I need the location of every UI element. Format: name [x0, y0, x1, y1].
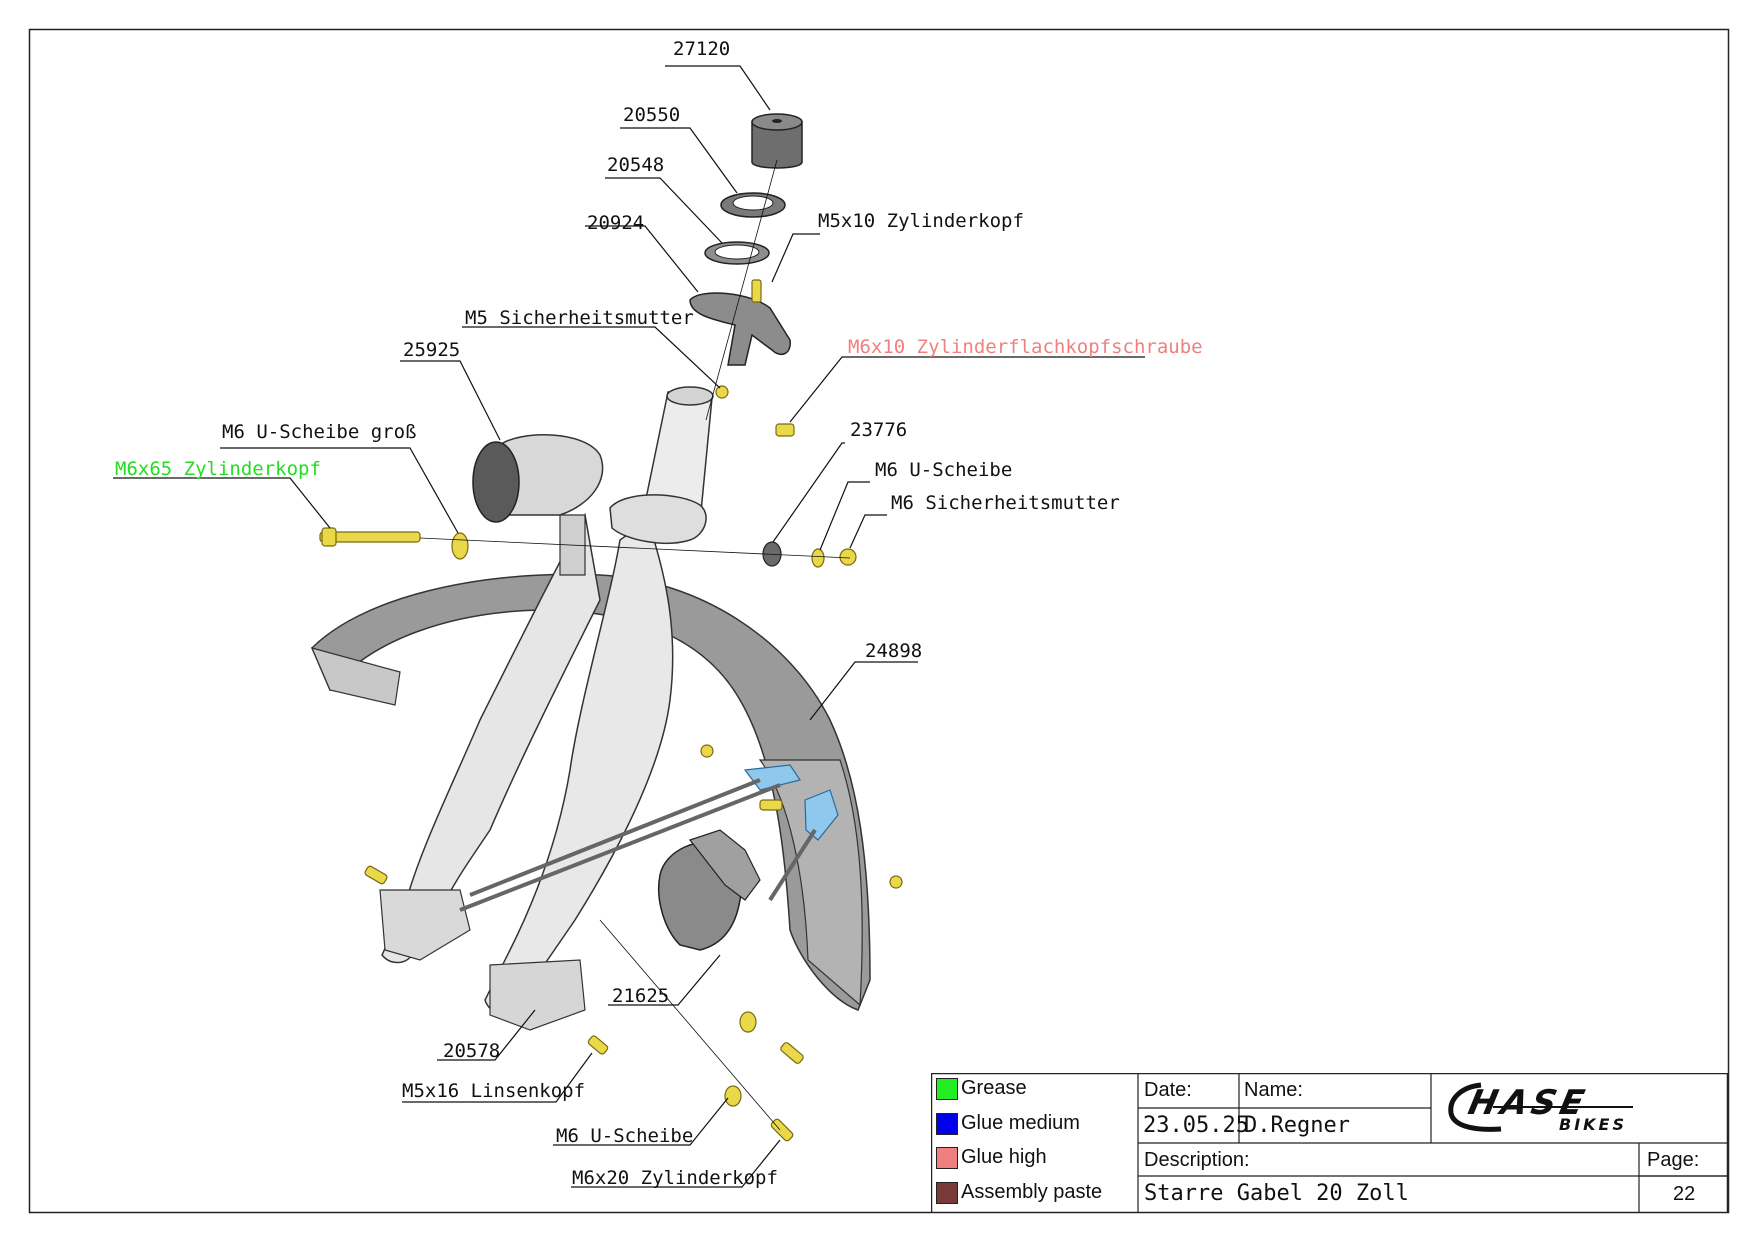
fender-stay: [459, 778, 817, 912]
page-value: 22: [1673, 1183, 1696, 1205]
washer-m6-large: [451, 532, 469, 560]
label-m6-u-scheibe-gross: M6 U-Scheibe groß: [222, 421, 417, 443]
description-label: Description:: [1144, 1149, 1250, 1171]
bolt-m6x20: [770, 1118, 794, 1142]
date-value: 23.05.25: [1143, 1113, 1249, 1138]
dropout-left: [379, 889, 471, 961]
fender-inner: [758, 759, 863, 1007]
hase-bikes-logo: HASE BIKES: [1441, 1077, 1641, 1139]
drawing-frame: [28, 28, 1730, 1214]
label-21625: 21625: [612, 985, 670, 1007]
fork-illustration: [310, 113, 903, 1142]
washer-m6-bottom: [724, 1085, 742, 1107]
logo-swoosh-icon: [1448, 1082, 1641, 1132]
label-m6-u-scheibe: M6 U-Scheibe: [875, 459, 1013, 481]
label-27120: 27120: [673, 38, 731, 60]
label-20578: 20578: [443, 1040, 501, 1062]
bolt-left-dropout: [364, 865, 388, 885]
label-20548: 20548: [607, 154, 665, 176]
label-20924: 20924: [587, 212, 645, 234]
title-block: Grease Glue medium Glue high Assembly pa…: [931, 1073, 1728, 1213]
headlight-lens: [472, 441, 520, 523]
label-m5x10-zylinderkopf: M5x10 Zylinderkopf: [818, 210, 1024, 232]
name-value: D.Regner: [1244, 1113, 1350, 1138]
label-m5-sicherheitsmutter: M5 Sicherheitsmutter: [465, 307, 694, 329]
label-m6x10-zylinderflachkopfschraube: M6x10 Zylinderflachkopfschraube: [848, 336, 1203, 358]
bolt-m5x16: [587, 1035, 609, 1055]
name-label: Name:: [1244, 1079, 1303, 1101]
bolt-caliper: [780, 1042, 804, 1064]
bolt-m6x65: [319, 531, 421, 543]
bolt-fender: [759, 799, 783, 811]
label-25925: 25925: [403, 339, 461, 361]
legend-glue-high: Glue high: [961, 1146, 1047, 1168]
bracket-20924: [689, 292, 791, 366]
legend-assembly-paste: Assembly paste: [961, 1181, 1103, 1203]
title-block-grid: [931, 1073, 1728, 1213]
hardware: [319, 279, 903, 1142]
label-m5x16-linsenkopf: M5x16 Linsenkopf: [402, 1080, 586, 1102]
leader-lines: [113, 65, 1145, 1188]
caliper-adapter: [689, 829, 761, 901]
description-value: Starre Gabel 20 Zoll: [1144, 1181, 1409, 1206]
label-23776: 23776: [850, 419, 908, 441]
label-m6x20-zylinderkopf: M6x20 Zylinderkopf: [572, 1167, 778, 1189]
fender-clamp-side: [804, 789, 839, 841]
fork-leg-left: [381, 512, 601, 964]
label-20550: 20550: [623, 104, 681, 126]
date-label: Date:: [1144, 1079, 1192, 1101]
nut-fender-right: [889, 875, 903, 889]
label-24898: 24898: [865, 640, 923, 662]
legend-swatch-glue-high: [936, 1147, 958, 1169]
washer-m6: [811, 548, 825, 568]
fork-crown: [609, 494, 707, 544]
legend-swatch-assembly-paste: [936, 1182, 958, 1204]
dropout-right: [489, 959, 586, 1031]
label-m6x65-zylinderkopf: M6x65 Zylinderkopf: [115, 458, 321, 480]
washer-caliper: [739, 1011, 757, 1033]
label-m6-sicherheitsmutter: M6 Sicherheitsmutter: [891, 492, 1120, 514]
logo-bikes: BIKES: [1559, 1115, 1627, 1134]
bolt-m5x10: [751, 279, 762, 303]
legend-swatch-glue-medium: [936, 1113, 958, 1135]
spacer-27120: [751, 121, 803, 169]
nut-fender-top: [700, 744, 714, 758]
nut-m6: [839, 548, 857, 566]
label-m6-u-scheibe-bottom: M6 U-Scheibe: [556, 1125, 694, 1147]
fender-front-tab: [310, 647, 401, 706]
bolt-m6x10: [775, 423, 795, 437]
legend-swatch-grease: [936, 1078, 958, 1100]
page-label: Page:: [1647, 1149, 1700, 1171]
legend-grease: Grease: [961, 1077, 1027, 1099]
legend-glue-medium: Glue medium: [961, 1112, 1080, 1134]
nut-m5: [715, 385, 729, 399]
steerer-top: [666, 386, 714, 406]
